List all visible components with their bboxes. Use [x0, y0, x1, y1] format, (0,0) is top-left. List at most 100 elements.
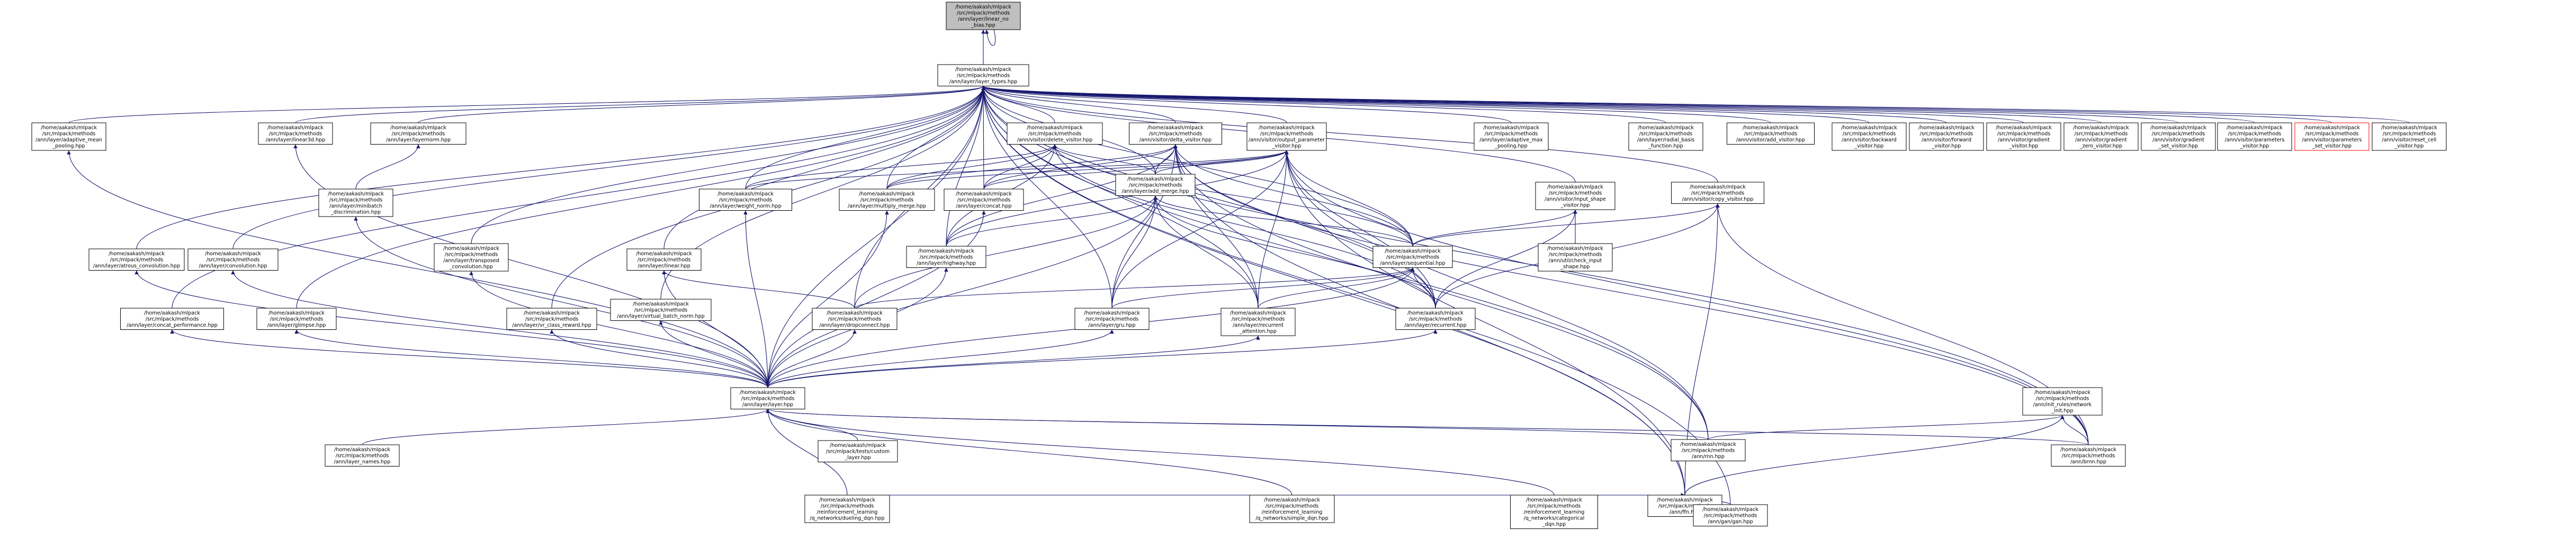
- node-concat-performance[interactable]: /home/aakash/mlpack/src/mlpack/methods/a…: [120, 308, 224, 330]
- node-box: [2051, 444, 2126, 467]
- node-simple-dqn[interactable]: /home/aakash/mlpack/src/mlpack/methods/r…: [1249, 495, 1335, 523]
- node-recurrent-attention[interactable]: /home/aakash/mlpack/src/mlpack/methods/a…: [1220, 308, 1296, 336]
- node-convolution[interactable]: /home/aakash/mlpack/src/mlpack/methods/a…: [187, 248, 279, 271]
- node-init-rules-network-init[interactable]: /home/aakash/mlpack/src/mlpack/methods/a…: [2022, 387, 2103, 416]
- node-label-line: /src/mlpack/methods: [146, 317, 199, 322]
- node-forward-visitor[interactable]: /home/aakash/mlpack/src/mlpack/methods/a…: [1909, 122, 1984, 151]
- node-label-line: /home/aakash/mlpack: [109, 251, 165, 257]
- edge-recurrent-to-layer_types: [981, 86, 1436, 309]
- edge-categorical_dqn-to-layer: [766, 409, 1555, 496]
- edge-recurrent-to-delete_visitor: [1053, 144, 1436, 309]
- edge-highway-to-add_merge: [946, 195, 1157, 247]
- node-reset-cell-visitor[interactable]: /home/aakash/mlpack/src/mlpack/methods/a…: [2372, 122, 2447, 151]
- node-label-line: /src/mlpack/methods: [270, 317, 324, 322]
- node-label-line: /src/mlpack/methods: [2062, 453, 2115, 459]
- node-gradient-visitor[interactable]: /home/aakash/mlpack/src/mlpack/methods/a…: [1986, 122, 2061, 151]
- node-categorical-dqn[interactable]: /home/aakash/mlpack/src/mlpack/methods/r…: [1510, 495, 1598, 529]
- node-gradient-zero-visitor[interactable]: /home/aakash/mlpack/src/mlpack/methods/a…: [2063, 122, 2139, 151]
- edge-recurrent_attention-to-delta_visitor: [1173, 144, 1259, 309]
- node-adaptive-mean-pooling[interactable]: /home/aakash/mlpack/src/mlpack/methods/a…: [31, 122, 106, 151]
- node-input-shape-visitor[interactable]: /home/aakash/mlpack/src/mlpack/methods/a…: [1535, 182, 1615, 210]
- node-label-line: /home/aakash/mlpack: [2150, 125, 2206, 131]
- node-label-line: /src/mlpack/methods: [525, 317, 579, 322]
- node-highway[interactable]: /home/aakash/mlpack/src/mlpack/methods/a…: [906, 246, 986, 268]
- node-parameters-visitor[interactable]: /home/aakash/mlpack/src/mlpack/methods/a…: [2217, 122, 2292, 151]
- node-label-line: /src/mlpack/methods: [741, 396, 795, 402]
- node-label-line: /home/aakash/mlpack: [1407, 310, 1464, 316]
- node-custom-layer[interactable]: /home/aakash/mlpack/src/mlpack/tests/cus…: [818, 440, 898, 462]
- node-brnn[interactable]: /home/aakash/mlpack/src/mlpack/methods/a…: [2051, 444, 2126, 467]
- node-atrous-convolution[interactable]: /home/aakash/mlpack/src/mlpack/methods/a…: [88, 248, 185, 271]
- node-label-line: /ann/layer/transposed: [443, 258, 499, 264]
- node-gan[interactable]: /home/aakash/mlpack/src/mlpack/methods/a…: [1693, 504, 1768, 526]
- node-delta-visitor[interactable]: /home/aakash/mlpack/src/mlpack/methods/a…: [1129, 122, 1222, 145]
- node-label-line: /src/mlpack/methods: [1639, 131, 1693, 137]
- node-gradient-set-visitor[interactable]: /home/aakash/mlpack/src/mlpack/methods/a…: [2141, 122, 2216, 151]
- node-rnn[interactable]: /home/aakash/mlpack/src/mlpack/methods/a…: [1671, 439, 1746, 461]
- node-layer-types[interactable]: /home/aakash/mlpack/src/mlpack/methods/a…: [937, 64, 1029, 86]
- node-radial-basis-function[interactable]: /home/aakash/mlpack/src/mlpack/methods/a…: [1628, 122, 1703, 151]
- node-label-line: _visitor.hpp: [1560, 203, 1590, 209]
- edge-layer-to-add_merge: [767, 195, 1157, 388]
- node-dueling-dqn[interactable]: /home/aakash/mlpack/src/mlpack/methods/r…: [804, 495, 890, 523]
- node-linear[interactable]: /home/aakash/mlpack/src/mlpack/methods/a…: [626, 248, 702, 271]
- edge-layer-to-vr_class_reward: [550, 329, 768, 388]
- node-add-merge[interactable]: /home/aakash/mlpack/src/mlpack/methods/a…: [1115, 174, 1196, 196]
- node-backward-visitor[interactable]: /home/aakash/mlpack/src/mlpack/methods/a…: [1832, 122, 1907, 151]
- node-label-line: _set_visitor.hpp: [2312, 144, 2351, 149]
- node-label-line: /ann/layer/weight_norm.hpp: [710, 203, 781, 209]
- edge-sequential-to-delete_visitor: [1053, 144, 1413, 247]
- node-box: [325, 444, 400, 467]
- node-copy-visitor[interactable]: /home/aakash/mlpack/src/mlpack/methods/a…: [1671, 182, 1764, 204]
- node-box: [31, 122, 106, 151]
- node-dropconnect[interactable]: /home/aakash/mlpack/src/mlpack/methods/a…: [812, 308, 897, 330]
- node-label-line: /ann/layer/layernorm.hpp: [386, 137, 451, 143]
- node-transposed-convolution[interactable]: /home/aakash/mlpack/src/mlpack/methods/a…: [434, 243, 509, 272]
- node-layer[interactable]: /home/aakash/mlpack/src/mlpack/methods/a…: [730, 387, 805, 409]
- node-sequential[interactable]: /home/aakash/mlpack/src/mlpack/methods/a…: [1372, 246, 1453, 268]
- node-minibatch-discrimination[interactable]: /home/aakash/mlpack/src/mlpack/methods/a…: [318, 189, 393, 217]
- edge-layer-to-glimpse: [294, 329, 768, 388]
- edge-layer-to-gru: [767, 329, 1114, 388]
- node-layer-names[interactable]: /home/aakash/mlpack/src/mlpack/methods/a…: [325, 444, 400, 467]
- node-add-visitor[interactable]: /home/aakash/mlpack/src/mlpack/methods/a…: [1727, 122, 1815, 145]
- node-weight-norm[interactable]: /home/aakash/mlpack/src/mlpack/methods/a…: [699, 189, 792, 211]
- node-linear3d[interactable]: /home/aakash/mlpack/src/mlpack/methods/a…: [258, 122, 333, 145]
- node-label-line: /home/aakash/mlpack: [1638, 125, 1694, 131]
- node-delete-visitor[interactable]: /home/aakash/mlpack/src/mlpack/methods/a…: [1007, 122, 1103, 145]
- node-label-line: /ann/layer/sequential.hpp: [1380, 261, 1445, 266]
- node-parameters-set-visitor[interactable]: /home/aakash/mlpack/src/mlpack/methods/a…: [2294, 122, 2369, 151]
- node-gru[interactable]: /home/aakash/mlpack/src/mlpack/methods/a…: [1074, 308, 1150, 330]
- node-vr-class-reward[interactable]: /home/aakash/mlpack/src/mlpack/methods/a…: [506, 308, 597, 330]
- node-virtual-batch-norm[interactable]: /home/aakash/mlpack/src/mlpack/methods/a…: [610, 299, 712, 321]
- node-box: [1220, 308, 1296, 336]
- node-check-input-shape[interactable]: /home/aakash/mlpack/src/mlpack/methods/a…: [1538, 243, 1613, 272]
- node-box: [1986, 122, 2061, 151]
- node-label-line: /reinforcement_learning: [817, 509, 878, 515]
- node-label-line: /home/aakash/mlpack: [41, 125, 97, 131]
- node-recurrent[interactable]: /home/aakash/mlpack/src/mlpack/methods/a…: [1395, 308, 1476, 330]
- node-label-line: /ann/ffn.hpp: [1670, 509, 1701, 515]
- node-layer-norm[interactable]: /home/aakash/mlpack/src/mlpack/methods/a…: [370, 122, 466, 145]
- node-adaptive-max-pooling[interactable]: /home/aakash/mlpack/src/mlpack/methods/a…: [1474, 122, 1549, 151]
- node-label-line: /src/mlpack/methods: [1744, 131, 1798, 137]
- node-label-line: /src/mlpack/methods: [269, 131, 322, 137]
- edge-layer-to-concat_performance: [170, 329, 768, 388]
- edge-gru-to-sequential: [1111, 267, 1415, 309]
- edge-add_merge-to-output_parameter_visitor: [1155, 150, 1289, 175]
- node-box: [1671, 182, 1764, 204]
- node-multiply-merge[interactable]: /home/aakash/mlpack/src/mlpack/methods/a…: [839, 189, 935, 211]
- node-label-line: /src/mlpack/methods: [638, 257, 691, 263]
- node-label-line: /ann/layer/virtual_batch_norm.hpp: [617, 313, 705, 319]
- node-label-line: _zero_visitor.hpp: [2079, 144, 2122, 149]
- node-glimpse[interactable]: /home/aakash/mlpack/src/mlpack/methods/a…: [256, 308, 337, 330]
- node-concat[interactable]: /home/aakash/mlpack/src/mlpack/methods/a…: [944, 189, 1024, 211]
- node-label-line: /reinforcement_learning: [1524, 509, 1585, 515]
- node-output-parameter-visitor[interactable]: /home/aakash/mlpack/src/mlpack/methods/a…: [1246, 122, 1327, 151]
- node-label-line: /ann/layer/recurrent: [1233, 322, 1283, 328]
- node-label-line: /src/mlpack/methods: [957, 198, 1011, 203]
- node-label-line: _layer.hpp: [844, 455, 870, 461]
- node-label-line: /ann/layer/radial_basis: [1637, 137, 1694, 143]
- edge-layer-to-linear: [662, 270, 768, 388]
- node-label-line: /home/aakash/mlpack: [1690, 184, 1746, 190]
